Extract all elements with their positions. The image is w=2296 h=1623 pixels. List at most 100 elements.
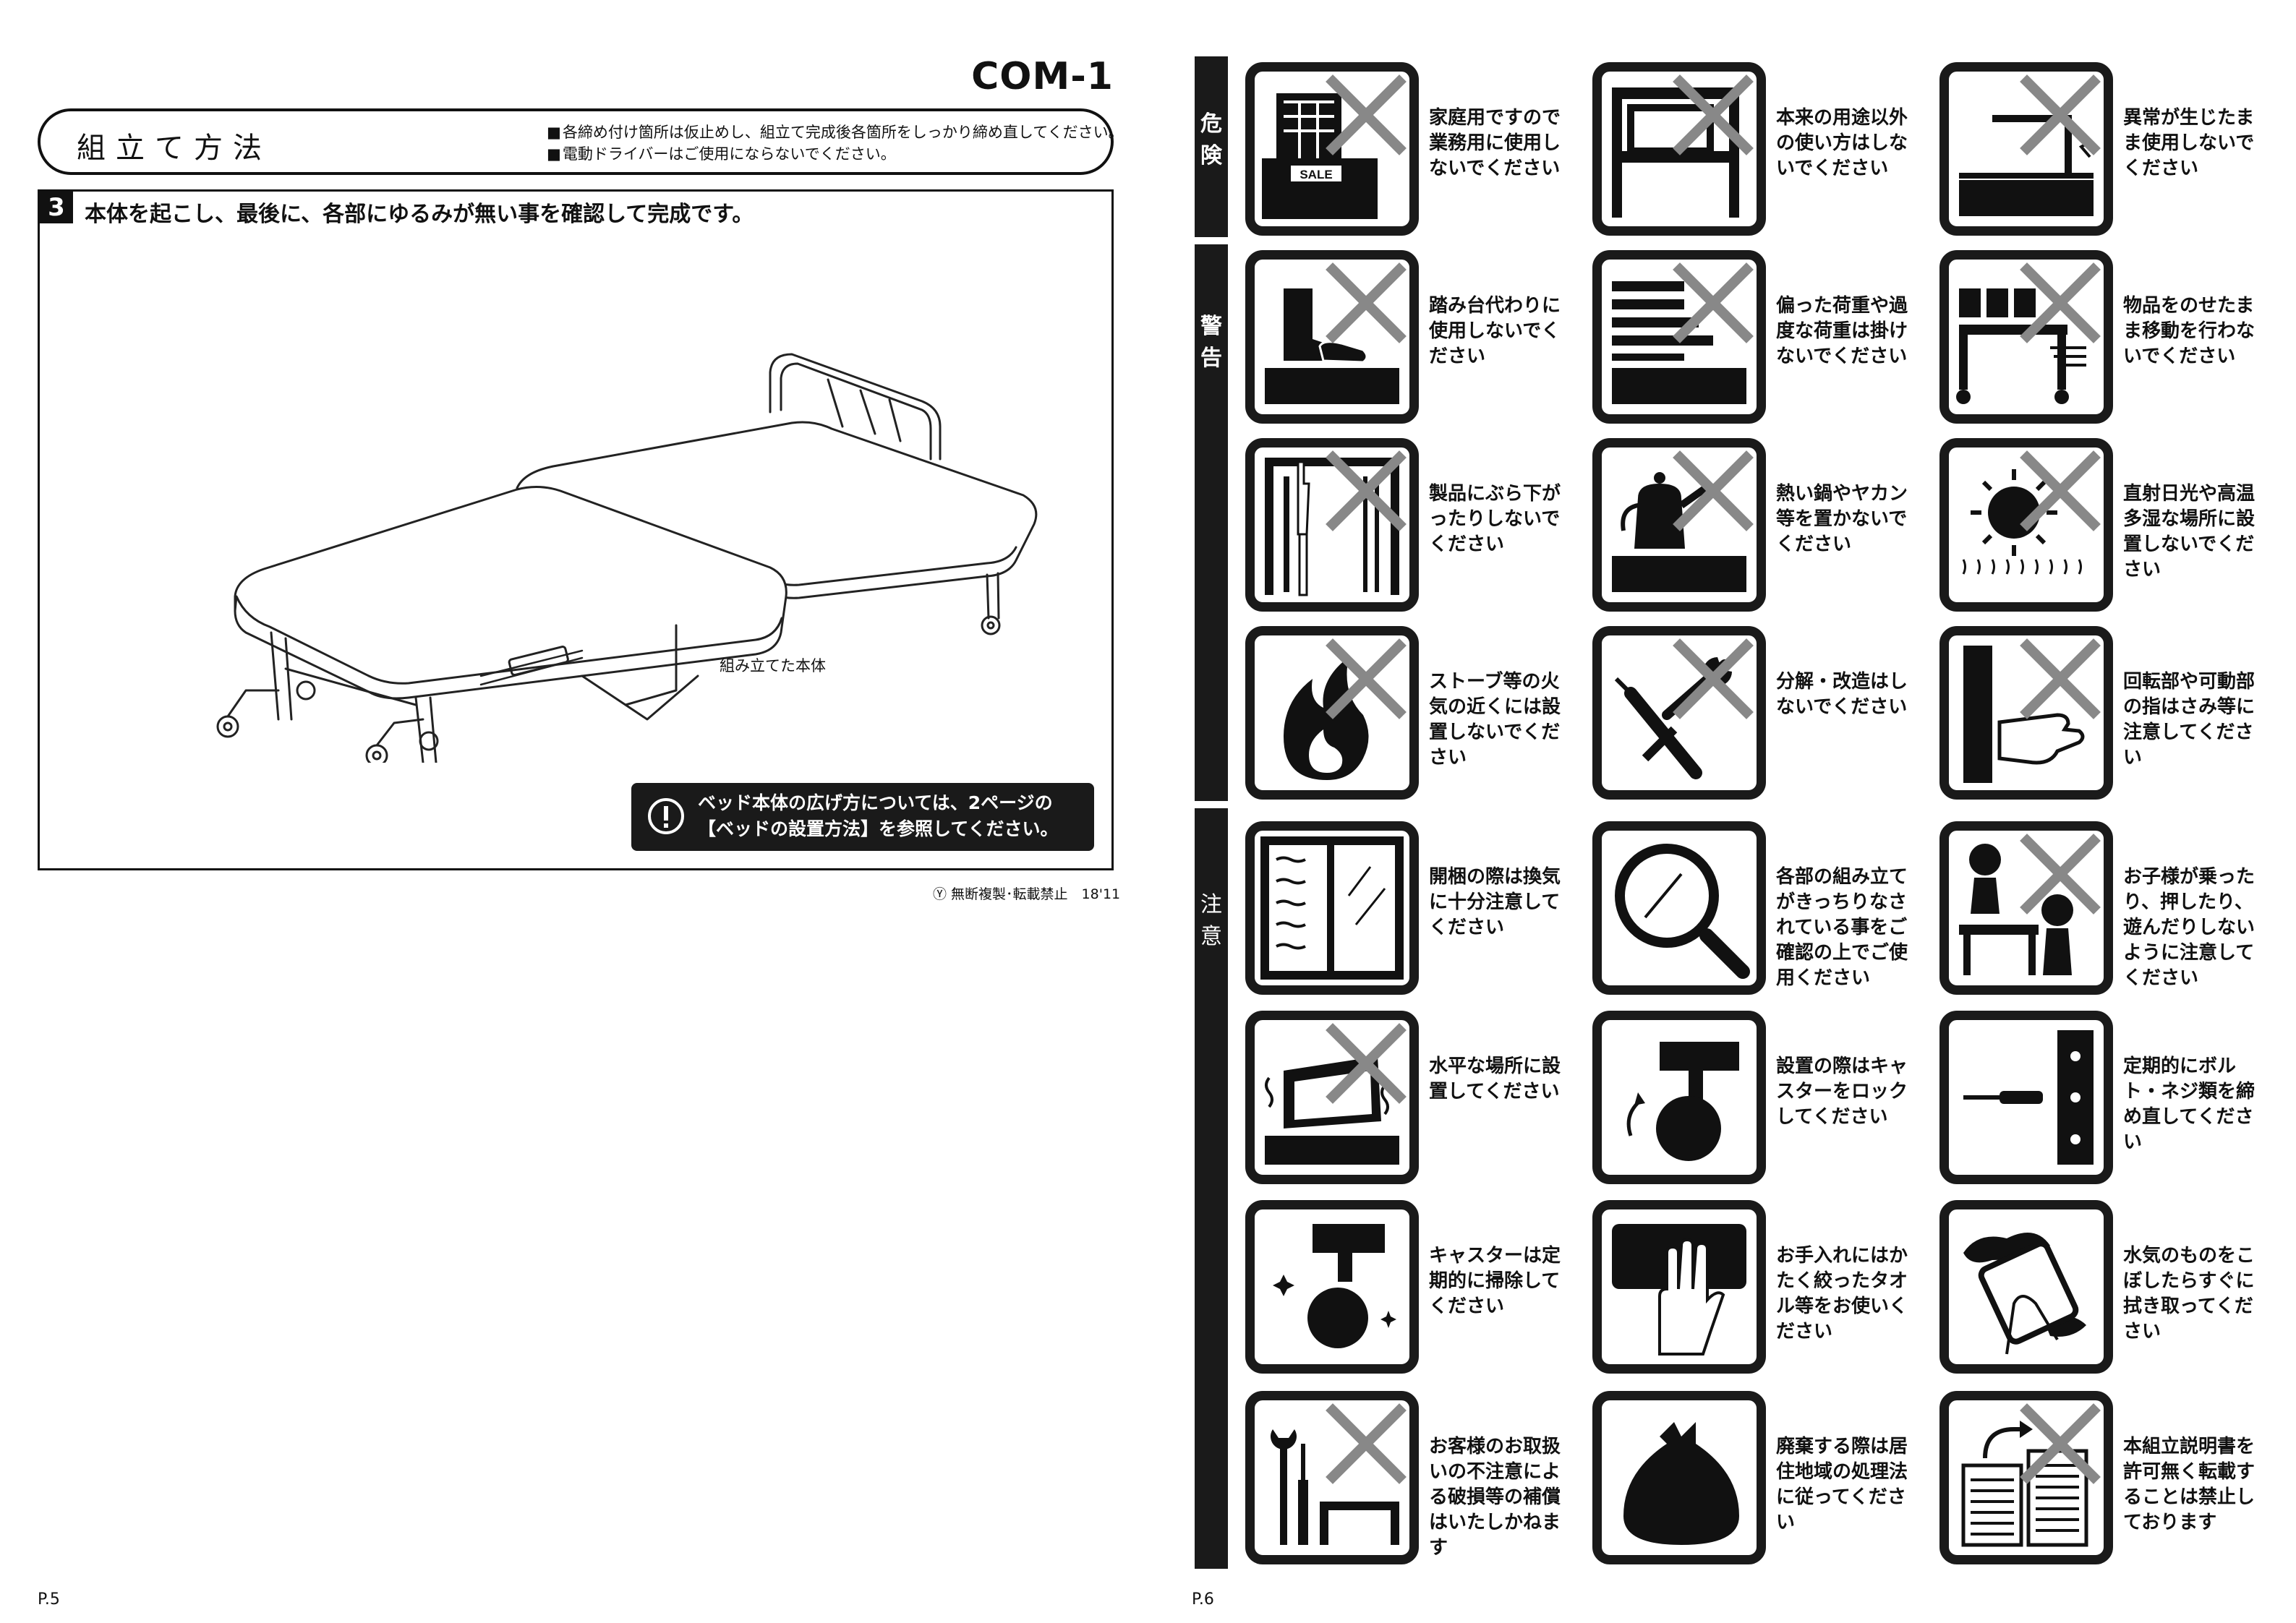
children-icon [1959,834,2101,975]
warning-pictogram [1939,626,2113,800]
warning-pictogram [1939,821,2113,995]
boot-step-icon [1265,262,1407,404]
warning-pictogram [1592,626,1766,800]
window-ventilation-icon [1260,836,1404,980]
section-label-char: 警 [1200,314,1222,339]
warning-item: 各部の組み立てがきっちりなされている事をご確認の上でご使用ください [1592,821,1925,995]
level-floor-icon [1265,1023,1407,1165]
warning-caption: 開梱の際は換気に十分注意してください [1429,866,1561,938]
warning-caption: 偏った荷重や過度な荷重は掛けないでください [1776,295,1908,367]
step-3-box: 3 本体を起こし、最後に、各部にゆるみが無い事を確認して完成です。 組み立てた本… [38,189,1114,870]
model-code: COM-1 [971,55,1114,98]
bed-caption: 組み立てた本体 [720,657,826,675]
warning-caption: 家庭用ですので業務用に使用しないでください [1429,107,1561,179]
setup-reference-notice: ベッド本体の広げ方については、2ページの 【ベッドの設置方法】を参照してください… [631,783,1094,851]
warning-pictogram [1245,1011,1419,1184]
shop-counter-icon: SALE [1262,74,1407,219]
warning-pictogram [1592,1011,1766,1184]
warning-item: 水気のものをこぼしたらすぐに拭き取ってください [1939,1200,2272,1374]
warning-item: お子様が乗ったり、押したり、遊んだりしないように注意してください [1939,821,2272,995]
warning-pictogram [1245,250,1419,424]
cart-moving-icon [1956,262,2101,404]
warning-item: 熱い鍋やヤカン等を置かないでください [1592,438,1925,612]
caution-label: 注意 [1195,889,1228,953]
warning-caption: 本来の用途以外の使い方はしないでください [1776,107,1908,179]
caution-section-bar [1195,808,1228,1569]
danger-label: 危険 [1195,108,1228,172]
copy-prohibited-icon [1961,1403,2101,1547]
warning-pictogram [1592,1391,1766,1564]
notice-line-1: ベッド本体の広げ方については、2ページの [698,792,1053,813]
danger-section-bar [1195,56,1228,237]
notice-line-2: 【ベッドの設置方法】を参照してください。 [698,818,1059,839]
warning-item: ストーブ等の火気の近くには設置しないでください [1245,626,1578,800]
exclamation-icon [648,798,684,834]
hand-towel-icon [1612,1224,1746,1356]
warning-caption: 物品をのせたまま移動を行わないでください [2123,295,2256,367]
warning-pictogram [1592,1200,1766,1374]
warning-item: 定期的にボルト・ネジ類を締め直してください [1939,1011,2272,1184]
warning-caption: 製品にぶら下がったりしないでください [1429,483,1561,555]
warning-pictogram [1592,250,1766,424]
warning-caption: 異常が生じたまま使用しないでください [2123,107,2255,179]
assembly-notes: 各締め付け箇所は仮止めし、組立て完成後各箇所をしっかり締め直してください。 電動… [547,121,1124,165]
warning-item: お手入れにはかたく絞ったタオル等をお使いください [1592,1200,1925,1374]
warning-pictogram [1939,1200,2113,1374]
warning-pictogram [1245,821,1419,995]
warning-caption: 熱い鍋やヤカン等を置かないでください [1776,483,1908,555]
warning-item: 本来の用途以外の使い方はしないでください [1592,62,1925,236]
warning-item: 設置の際はキャスターをロックしてください [1592,1011,1925,1184]
overload-icon [1612,262,1754,404]
warning-caption: キャスターは定期的に掃除してください [1429,1245,1561,1317]
warning-pictogram: SALE [1245,62,1419,236]
warning-caption: 設置の際はキャスターをロックしてください [1776,1055,1908,1128]
warning-caption: ストーブ等の火気の近くには設置しないでください [1429,671,1561,768]
warning-item: お客様のお取扱いの不注意による破損等の補償はいたしかねます [1245,1391,1578,1564]
assembly-note-2: 電動ドライバーはご使用にならないでください。 [547,143,1124,165]
magnifier-icon [1615,844,1750,979]
assembled-bed-illustration [216,353,1038,763]
frame-misuse-icon [1612,74,1754,218]
warning-caption: 直射日光や高温多湿な場所に設置しないでください [2123,483,2256,581]
notice-text: ベッド本体の広げ方については、2ページの 【ベッドの設置方法】を参照してください… [698,790,1059,842]
warning-pictogram [1939,1391,2113,1564]
warning-label: 警告 [1195,311,1228,374]
page-number-right: P.6 [1192,1590,1214,1609]
abnormality-icon [1959,74,2101,216]
screwdriver-bolt-icon [1963,1030,2094,1165]
copyright-notice: Ⓨ 無断複製･転載禁止 18'11 [933,886,1121,902]
warning-item: 物品をのせたまま移動を行わないでください [1939,250,2272,424]
warning-caption: お客様のお取扱いの不注意による破損等の補償はいたしかねます [1429,1436,1561,1559]
warning-caption: 水平な場所に設置してください [1429,1055,1561,1102]
sale-sign: SALE [1299,168,1332,181]
warning-caption: 本組立説明書を許可無く転載することは禁止しております [2123,1436,2256,1533]
warning-item: 分解・改造はしないでください [1592,626,1925,800]
warning-caption: 回転部や可動部の指はさみ等に注意してください [2123,671,2256,768]
warning-item: キャスターは定期的に掃除してください [1245,1200,1578,1374]
warning-caption: 各部の組み立てがきっちりなされている事をご確認の上でご使用ください [1776,866,1908,989]
warning-pictogram [1939,438,2113,612]
section-label-char: 意 [1200,924,1222,949]
warning-pictogram [1245,626,1419,800]
finger-pinch-icon [1963,638,2101,783]
caution-label-char: 注意 [1195,889,1228,953]
warning-pictogram [1939,1011,2113,1184]
warning-item: 廃棄する際は居住地域の処理法に従ってください [1592,1391,1925,1564]
tools-icon [1614,638,1754,779]
warning-caption: 水気のものをこぼしたらすぐに拭き取ってください [2123,1245,2256,1342]
warning-item: 開梱の際は換気に十分注意してください [1245,821,1578,995]
warning-pictogram [1592,62,1766,236]
warning-pictogram [1245,1200,1419,1374]
step-number: 3 [40,192,73,223]
warning-caption: お手入れにはかたく絞ったタオル等をお使いください [1776,1245,1908,1342]
assembly-method-header: 組立て方法 各締め付け箇所は仮止めし、組立て完成後各箇所をしっかり締め直してくだ… [38,108,1124,175]
warning-pictogram [1592,821,1766,995]
warning-item: 回転部や可動部の指はさみ等に注意してください [1939,626,2272,800]
step-instruction: 本体を起こし、最後に、各部にゆるみが無い事を確認して完成です。 [85,202,754,227]
page-number-left: P.5 [38,1590,60,1609]
warning-pictogram [1592,438,1766,612]
warning-pictogram [1939,62,2113,236]
warning-label-char: 警告 [1195,311,1228,374]
assembly-note-1: 各締め付け箇所は仮止めし、組立て完成後各箇所をしっかり締め直してください。 [547,121,1124,143]
caster-lock-icon [1626,1042,1739,1161]
